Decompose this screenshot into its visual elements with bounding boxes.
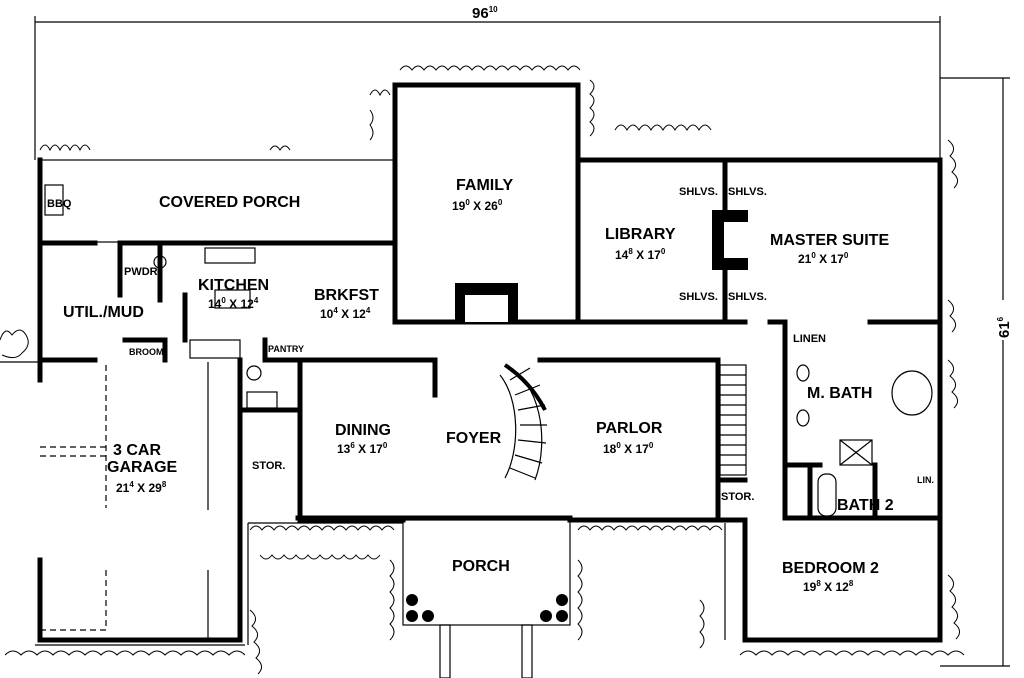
shelves-label: SHLVS. [679, 291, 718, 303]
porch-steps [439, 624, 451, 678]
room-linen: LINEN [793, 333, 826, 345]
overall-depth-dimension: 616 [940, 77, 1014, 667]
bbq-label: BBQ [47, 198, 72, 210]
room-kitchen: KITCHEN [198, 277, 269, 294]
curved-staircase [499, 363, 547, 481]
room-brkfst: BRKFST [314, 287, 379, 304]
library-dimensions: 148 X 170 [615, 247, 666, 262]
room-labels: COVERED PORCH BBQ PWDR. KITCHEN 140 X 12… [47, 177, 934, 594]
parlor-dimensions: 180 X 170 [603, 441, 654, 456]
bedroom2-dimensions: 198 X 128 [803, 579, 854, 594]
kitchen-dimensions: 140 X 124 [208, 296, 259, 311]
room-family: FAMILY [456, 177, 514, 194]
porch-columns [406, 594, 568, 622]
toilet [153, 255, 167, 269]
sink [796, 409, 810, 427]
room-broom: BROOM [129, 347, 164, 357]
room-covered-porch: COVERED PORCH [159, 194, 300, 211]
shelves-label: SHLVS. [728, 291, 767, 303]
room-library: LIBRARY [605, 226, 676, 243]
staircase [719, 364, 747, 476]
bath2-tub [817, 473, 837, 517]
brkfst-dimensions: 104 X 124 [320, 306, 371, 321]
room-pantry: PANTRY [268, 344, 304, 354]
room-foyer: FOYER [446, 430, 502, 447]
room-parlor: PARLOR [596, 420, 663, 437]
dining-dimensions: 136 X 170 [337, 441, 388, 456]
room-storage-left: STOR. [252, 460, 285, 472]
bbq-grill [44, 184, 64, 216]
room-lin: LIN. [917, 475, 934, 485]
room-bedroom2: BEDROOM 2 [782, 560, 879, 577]
overall-width-dimension: 9610 [34, 5, 941, 160]
kitchen-island [214, 289, 251, 309]
room-garage-line1: 3 CAR [113, 442, 161, 459]
room-dining: DINING [335, 422, 391, 439]
water-heater [246, 365, 262, 381]
shelves-label: SHLVS. [728, 186, 767, 198]
family-dimensions: 190 X 260 [452, 198, 503, 213]
kitchen-counter [204, 247, 256, 264]
garage-dimensions: 214 X 298 [116, 480, 167, 495]
walls [37, 82, 943, 643]
fixtures [44, 184, 933, 678]
porch-steps [521, 624, 533, 678]
sink [796, 364, 810, 382]
laundry [246, 391, 278, 409]
room-util-mud: UTIL./MUD [63, 304, 144, 321]
room-porch: PORCH [452, 558, 510, 575]
room-pwdr: PWDR. [124, 266, 161, 278]
room-storage-right: STOR. [721, 491, 754, 503]
landscaping-shrubs [0, 65, 965, 675]
master-suite-dimensions: 210 X 170 [798, 251, 849, 266]
room-garage-line2: GARAGE [107, 459, 178, 476]
room-m-bath: M. BATH [807, 385, 872, 402]
range [189, 339, 241, 359]
svg-text:9610: 9610 [472, 5, 498, 22]
shelves-label: SHLVS. [679, 186, 718, 198]
room-master-suite: MASTER SUITE [770, 232, 889, 249]
room-bath2: BATH 2 [837, 497, 894, 514]
svg-text:616: 616 [996, 316, 1013, 338]
bathtub [891, 370, 933, 416]
shower [839, 439, 873, 466]
